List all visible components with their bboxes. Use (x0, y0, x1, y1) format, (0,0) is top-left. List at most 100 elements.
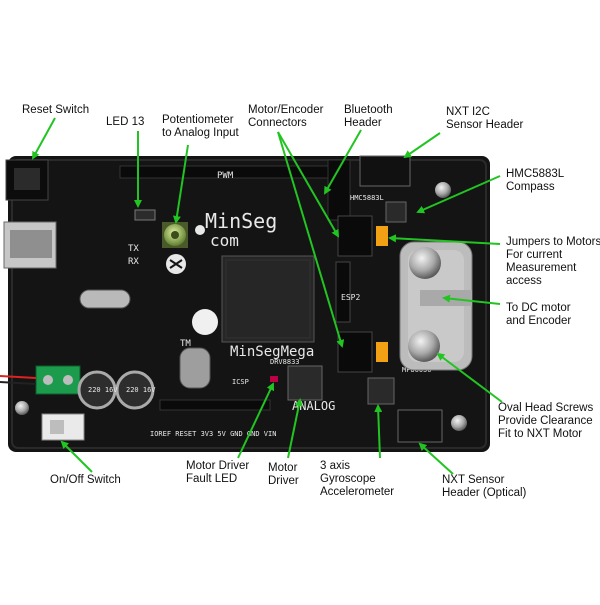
brand-top: MinSeg (205, 209, 277, 233)
label-motor-enc-line2: Connectors (248, 117, 307, 129)
white-disk (192, 309, 218, 335)
label-fault-led: Motor Driver Fault LED (186, 460, 249, 486)
label-driver-line2: Driver (268, 475, 299, 487)
power-terminal (0, 365, 81, 395)
screw-1 (409, 247, 441, 279)
tx-label: TX (128, 244, 139, 254)
label-hmc: HMC5883L Compass (506, 168, 564, 194)
arrow-hmc (416, 175, 501, 214)
rx-label: RX (128, 257, 139, 267)
arrow-motor-enc-1 (277, 131, 339, 238)
crystal (79, 289, 131, 309)
motor-driver-chip (287, 365, 323, 401)
hmc-label: HMC5883L (350, 194, 384, 202)
crystal-2 (179, 347, 211, 389)
mcu-chip (221, 255, 315, 343)
label-hmc-line2: Compass (506, 181, 555, 193)
model-label: MinSegMega (230, 344, 314, 360)
pwm-label: PWM (217, 171, 234, 181)
label-motor-driver: Motor Driver (268, 462, 299, 488)
reset-switch (5, 159, 49, 201)
label-motor-enc-line1: Motor/Encoder (248, 104, 324, 116)
tm-label: TM (180, 339, 191, 349)
screw-5 (15, 401, 29, 415)
power-header (159, 399, 271, 411)
label-nxt-i2c-line2: Sensor Header (446, 119, 524, 131)
label-dc-motor: To DC motor and Encoder (506, 302, 571, 328)
esp-label: ESP2 (341, 293, 360, 302)
arrow-fault-led (237, 382, 275, 459)
label-jumpers-line2: For current (506, 249, 563, 261)
fault-led (270, 376, 278, 382)
label-jumpers-line1: Jumpers to Motors (506, 236, 600, 248)
label-oval-line3: Fit to NXT Motor (498, 428, 583, 440)
label-nxt-opt-line2: Header (Optical) (442, 487, 527, 499)
label-reset-switch: Reset Switch (22, 104, 90, 116)
screw-4 (451, 415, 467, 431)
minseg-logo: MinSeg com PWM TX RX (128, 171, 277, 274)
arrow-pot (172, 144, 189, 224)
label-pot-line2: to Analog Input (162, 127, 239, 139)
cap1-label: 220 16V (88, 386, 118, 394)
label-dc-line1: To DC motor (506, 302, 571, 314)
arrow-reset (32, 117, 56, 160)
arrow-oval-screws (436, 352, 503, 403)
label-led13: LED 13 (106, 116, 145, 128)
analog-label: ANALOG (292, 399, 335, 413)
label-bt-line1: Bluetooth (344, 104, 393, 116)
brand-bottom: com (210, 231, 239, 250)
arrow-nxt-i2c (403, 132, 441, 159)
nxt-optical-header (397, 409, 443, 443)
arrow-onoff (60, 440, 93, 473)
onoff-switch (41, 413, 85, 441)
label-oval-line2: Provide Clearance (498, 415, 593, 427)
label-nxt-opt-line1: NXT Sensor (442, 474, 505, 486)
label-nxt-optical: NXT Sensor Header (Optical) (442, 474, 526, 500)
screw-3 (435, 182, 451, 198)
arrow-nxt-optical (418, 442, 454, 475)
icsp-label: ICSP (232, 378, 249, 386)
arrow-jumpers (388, 234, 501, 245)
label-gyro-line2: Gyroscope (320, 473, 376, 485)
label-jumpers: Jumpers to Motors For current Measuremen… (506, 236, 600, 288)
label-pot-line1: Potentiometer (162, 114, 234, 126)
label-nxt-i2c: NXT I2C Sensor Header (446, 106, 523, 132)
label-driver-line1: Motor (268, 462, 298, 474)
label-fault-line2: Fault LED (186, 473, 238, 485)
label-gyro-line1: 3 axis (320, 460, 351, 472)
arrow-dc-motor (442, 294, 501, 305)
power-pins-label: IOREF RESET 3V3 5V GND GND VIN (150, 430, 276, 438)
label-oval-line1: Oval Head Screws (498, 402, 594, 414)
label-jumpers-line4: access (506, 275, 542, 287)
cap2-label: 220 16V (126, 386, 156, 394)
label-bluetooth: Bluetooth Header (344, 104, 393, 130)
label-potentiometer: Potentiometer to Analog Input (162, 114, 239, 140)
screw-2 (408, 330, 440, 362)
label-jumpers-line3: Measurement (506, 262, 577, 274)
drv-label: DRV8833 (270, 358, 300, 366)
arrow-gyro (374, 404, 383, 459)
label-gyro-line3: Accelerometer (320, 486, 395, 498)
label-oval-screws: Oval Head Screws Provide Clearance Fit t… (498, 402, 593, 441)
label-onoff: On/Off Switch (50, 474, 121, 486)
label-motor-encoder: Motor/Encoder Connectors (248, 104, 323, 130)
capacitors: 220 16V 220 16V (77, 370, 156, 410)
arrow-bluetooth (324, 129, 362, 195)
usb-connector (3, 221, 57, 269)
nxt-i2c-header (359, 155, 411, 187)
label-nxt-i2c-line1: NXT I2C (446, 106, 490, 118)
arrow-motor-driver (287, 398, 303, 459)
potentiometer (162, 222, 188, 248)
digital-header (119, 159, 351, 221)
label-dc-line2: and Encoder (506, 315, 572, 327)
label-gyro: 3 axis Gyroscope Accelerometer (320, 460, 394, 499)
motor-encoder-headers: ESP2 (335, 215, 373, 373)
label-fault-line1: Motor Driver (186, 460, 250, 472)
jumper-1 (376, 226, 388, 246)
hmc-chip (385, 201, 407, 223)
gyro-chip (367, 377, 395, 405)
label-hmc-line1: HMC5883L (506, 168, 565, 180)
annotation-arrows (32, 117, 503, 475)
